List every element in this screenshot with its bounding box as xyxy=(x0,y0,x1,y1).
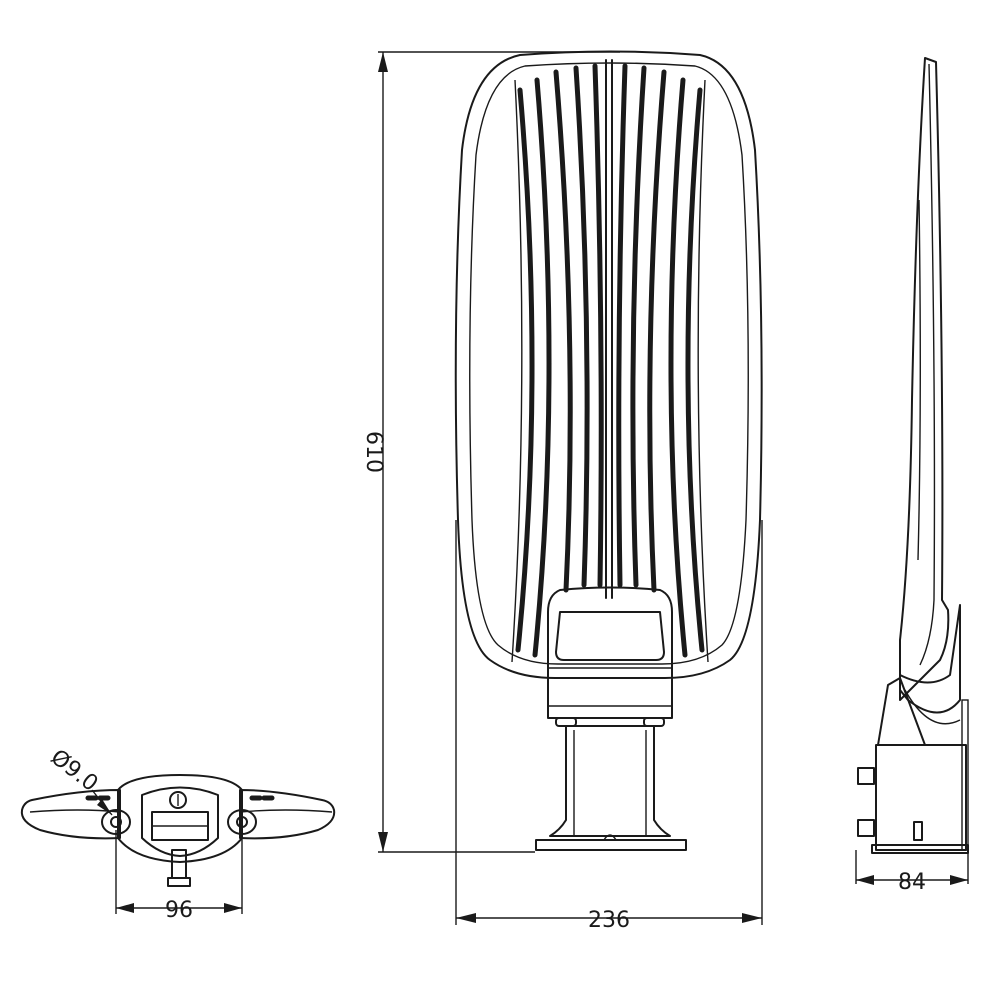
housing-outline xyxy=(454,50,763,679)
clamp xyxy=(643,717,665,727)
fin xyxy=(553,69,573,593)
fin-panel xyxy=(511,79,709,663)
side-arm xyxy=(899,604,961,714)
top-bolt xyxy=(169,791,187,809)
side-mount-inner xyxy=(961,699,969,851)
dimension-depth: 84 xyxy=(855,850,969,895)
fin xyxy=(685,87,705,653)
housing-inner xyxy=(469,62,749,665)
mount-box xyxy=(547,586,673,719)
fin xyxy=(573,65,590,588)
side-mount xyxy=(875,744,967,851)
bolt-hole xyxy=(110,816,122,828)
dimension-height: 610 xyxy=(361,51,620,853)
dimension-width: 236 xyxy=(455,520,763,933)
fin xyxy=(592,63,604,588)
bottom-housing xyxy=(239,789,336,840)
cable-gland xyxy=(171,849,187,879)
fin xyxy=(616,63,628,588)
bolt-stub xyxy=(913,821,923,841)
fin xyxy=(668,77,688,658)
mount-box-window xyxy=(555,611,665,661)
dimension-mount: 96 xyxy=(115,830,243,923)
dimension-bolt: Ø9.0 xyxy=(46,745,113,816)
clamp xyxy=(555,717,577,727)
fin xyxy=(515,87,535,653)
bottom-housing xyxy=(20,789,121,840)
base-plate-notch xyxy=(603,834,617,841)
front-view xyxy=(454,50,763,851)
side-bracket-curve xyxy=(904,689,961,725)
base-plate xyxy=(535,839,687,851)
fin xyxy=(647,69,667,593)
bolt-head xyxy=(857,819,875,837)
bolt-hole xyxy=(236,816,248,828)
width-dimension-label: 236 xyxy=(588,908,630,933)
pole xyxy=(549,725,671,837)
bottom-view xyxy=(20,774,336,887)
mount-dimension-label: 96 xyxy=(165,898,193,923)
side-base xyxy=(871,844,969,854)
fin xyxy=(532,77,552,658)
height-dimension-label: 610 xyxy=(361,431,386,473)
side-view xyxy=(857,57,969,854)
bolt-head xyxy=(857,767,875,785)
clamp-body xyxy=(141,786,219,857)
fin xyxy=(630,65,647,588)
side-bracket xyxy=(877,677,926,746)
side-housing-inner xyxy=(917,199,921,561)
depth-dimension-label: 84 xyxy=(898,870,926,895)
side-housing-inner xyxy=(919,63,936,666)
side-housing xyxy=(899,57,950,701)
cable-gland-nut xyxy=(167,877,191,887)
bolt-dimension-label: Ø9.0 xyxy=(46,745,103,797)
center-rib xyxy=(605,59,613,599)
